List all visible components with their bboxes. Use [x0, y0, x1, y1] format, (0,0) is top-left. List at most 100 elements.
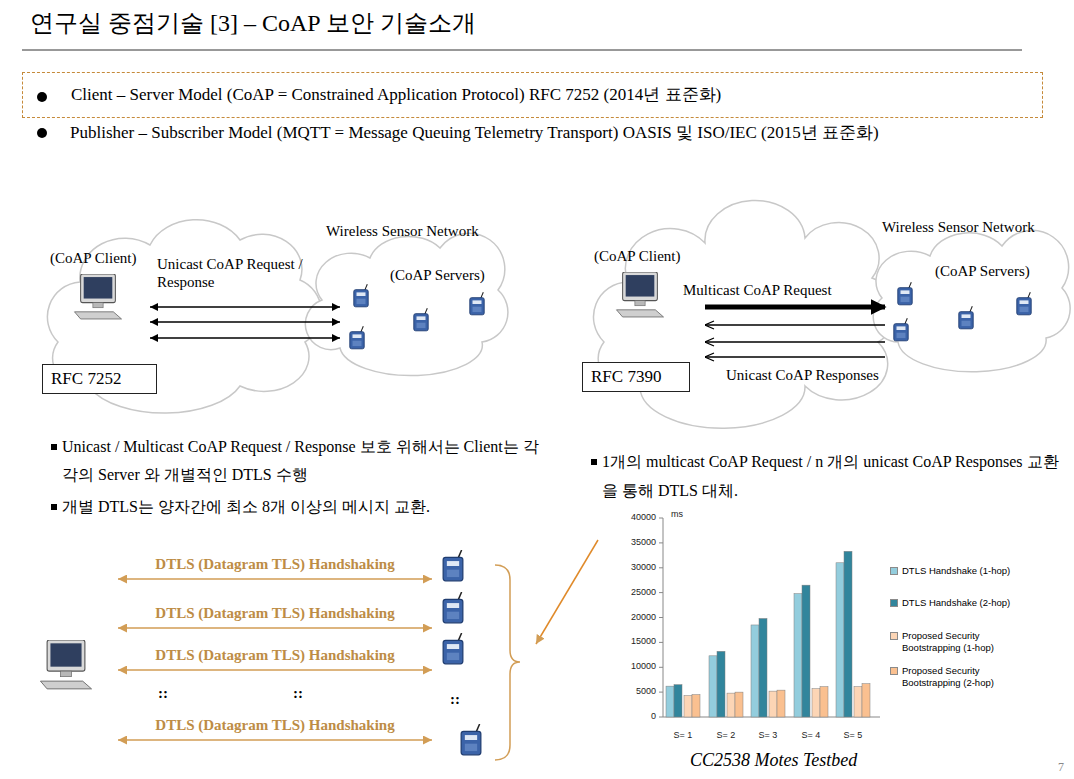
- axis-label: 0: [612, 711, 656, 722]
- chart-bar: [802, 585, 810, 717]
- chart-bar: [794, 594, 802, 717]
- legend-text: Proposed Security Bootstrapping (1-hop): [902, 630, 1022, 654]
- sensor-mote: [350, 282, 1031, 754]
- handshake-label: DTLS (Datagram TLS) Handshaking: [120, 646, 430, 664]
- slide-title: 연구실 중점기술 [3] – CoAP 보안 기술소개: [30, 9, 476, 38]
- chart-axes: [659, 518, 880, 717]
- axis-label: 35000: [612, 537, 656, 548]
- text-label: Wireless Sensor Network: [882, 218, 1035, 236]
- chart-bar: [709, 656, 717, 717]
- text-label: Unicast / Multicast CoAP Request / Respo…: [62, 433, 542, 489]
- computer-icon: [40, 272, 663, 689]
- handshake-arrow: [118, 669, 432, 671]
- axis-label: S= 2: [706, 730, 746, 741]
- chart-bar: [844, 551, 852, 717]
- sensor-mote: [1017, 292, 1031, 315]
- axis-label: 20000: [612, 612, 656, 623]
- computer-icon: [40, 640, 91, 689]
- connector-arrow: [705, 341, 885, 342]
- axis-label: 40000: [612, 512, 656, 523]
- connector-arrow: [705, 305, 885, 310]
- cloud: [593, 200, 896, 428]
- node-text: (CoAP Client): [50, 249, 137, 267]
- handshake-label: DTLS (Datagram TLS) Handshaking: [120, 604, 430, 622]
- chart-bar: [836, 563, 844, 717]
- handshake-arrow: [118, 627, 432, 629]
- text-label: Wireless Sensor Network: [326, 222, 479, 240]
- chart-axes: [659, 692, 663, 693]
- text-label: 1개의 multicast CoAP Request / n 개의 unicas…: [602, 447, 1064, 505]
- sensor-mote: [443, 592, 463, 623]
- bullet-dot: [37, 128, 47, 138]
- computer-icon: [616, 272, 663, 317]
- chart-axes: [659, 642, 663, 643]
- chart-axes: [659, 617, 663, 618]
- rfc-box: RFC 7252: [42, 364, 157, 394]
- handshake-arrow: [118, 739, 432, 741]
- handshake-label: DTLS (Datagram TLS) Handshaking: [120, 716, 430, 734]
- bullet-square: [51, 504, 57, 510]
- chart-bar: [717, 651, 725, 717]
- sensor-mote: [414, 308, 428, 331]
- chart-bar: [862, 684, 870, 717]
- connector-arrow: [705, 356, 885, 357]
- chart-bar: [769, 691, 777, 717]
- bullet-square: [591, 459, 597, 465]
- legend-swatch: [890, 667, 898, 675]
- axis-label: 30000: [612, 562, 656, 573]
- chart-bar: [854, 687, 862, 717]
- chart-bar: [820, 687, 828, 717]
- chart-axes: [659, 542, 663, 543]
- legend-swatch: [890, 567, 898, 575]
- server-group: (CoAP Servers): [885, 262, 1057, 346]
- chart-bar: [727, 693, 735, 717]
- cloud: [305, 233, 508, 375]
- chart-axes: [659, 518, 663, 519]
- legend-text: DTLS Handshake (2-hop): [902, 597, 1022, 609]
- text-label: Publisher – Subscriber Model (MQTT = Mes…: [70, 123, 879, 143]
- axis-label: S= 4: [791, 730, 831, 741]
- connector-arrow: [705, 324, 885, 325]
- legend-text: DTLS Handshake (1-hop): [902, 565, 1022, 577]
- chart-axes: [659, 667, 663, 668]
- handshake-arrow: [118, 578, 432, 580]
- node-text: RFC 7390: [591, 367, 661, 387]
- axis-label: 25000: [612, 587, 656, 598]
- connector-arrow: [150, 306, 340, 307]
- text-label: 개별 DTLS는 양자간에 최소 8개 이상의 메시지 교환.: [62, 497, 430, 516]
- chart-axes: [659, 717, 663, 718]
- sensor-mote: [959, 306, 973, 329]
- chart-bar: [666, 686, 674, 717]
- axis-label: S= 3: [748, 730, 788, 741]
- text-label: 7: [1058, 760, 1064, 774]
- legend-swatch: [890, 599, 898, 607]
- sensor-mote: [898, 282, 912, 305]
- chart-axes: [659, 567, 663, 568]
- chart-axes: [659, 592, 663, 593]
- node-text: (CoAP Servers): [390, 266, 485, 284]
- rfc-box: RFC 7390: [582, 362, 690, 392]
- legend-swatch: [890, 632, 898, 640]
- axis-label: S= 5: [833, 730, 873, 741]
- chart-bar: [812, 689, 820, 717]
- edge-label: Unicast CoAP Request / Response: [157, 255, 307, 291]
- axis-label: ms: [671, 509, 683, 520]
- chart-bar: [735, 692, 743, 717]
- axis-label: 5000: [612, 686, 656, 697]
- highlight-box: Client – Server Model (CoAP = Constraine…: [22, 72, 1043, 118]
- bullet-square: [51, 444, 57, 450]
- chart-bar: [777, 690, 785, 717]
- client-node: (CoAP Client): [50, 249, 150, 321]
- node-text: RFC 7252: [51, 369, 121, 389]
- sensor-mote: [443, 550, 463, 581]
- sensor-mote: [354, 284, 368, 307]
- bar-series: [666, 551, 870, 717]
- legend-text: Proposed Security Bootstrapping (2-hop): [902, 665, 1022, 689]
- node-text: (CoAP Client): [594, 247, 681, 265]
- connector-arrow: [150, 337, 340, 338]
- pointer-arrow: [536, 540, 598, 644]
- curly-bracket: [495, 565, 520, 760]
- handshake-arrow: [118, 579, 432, 740]
